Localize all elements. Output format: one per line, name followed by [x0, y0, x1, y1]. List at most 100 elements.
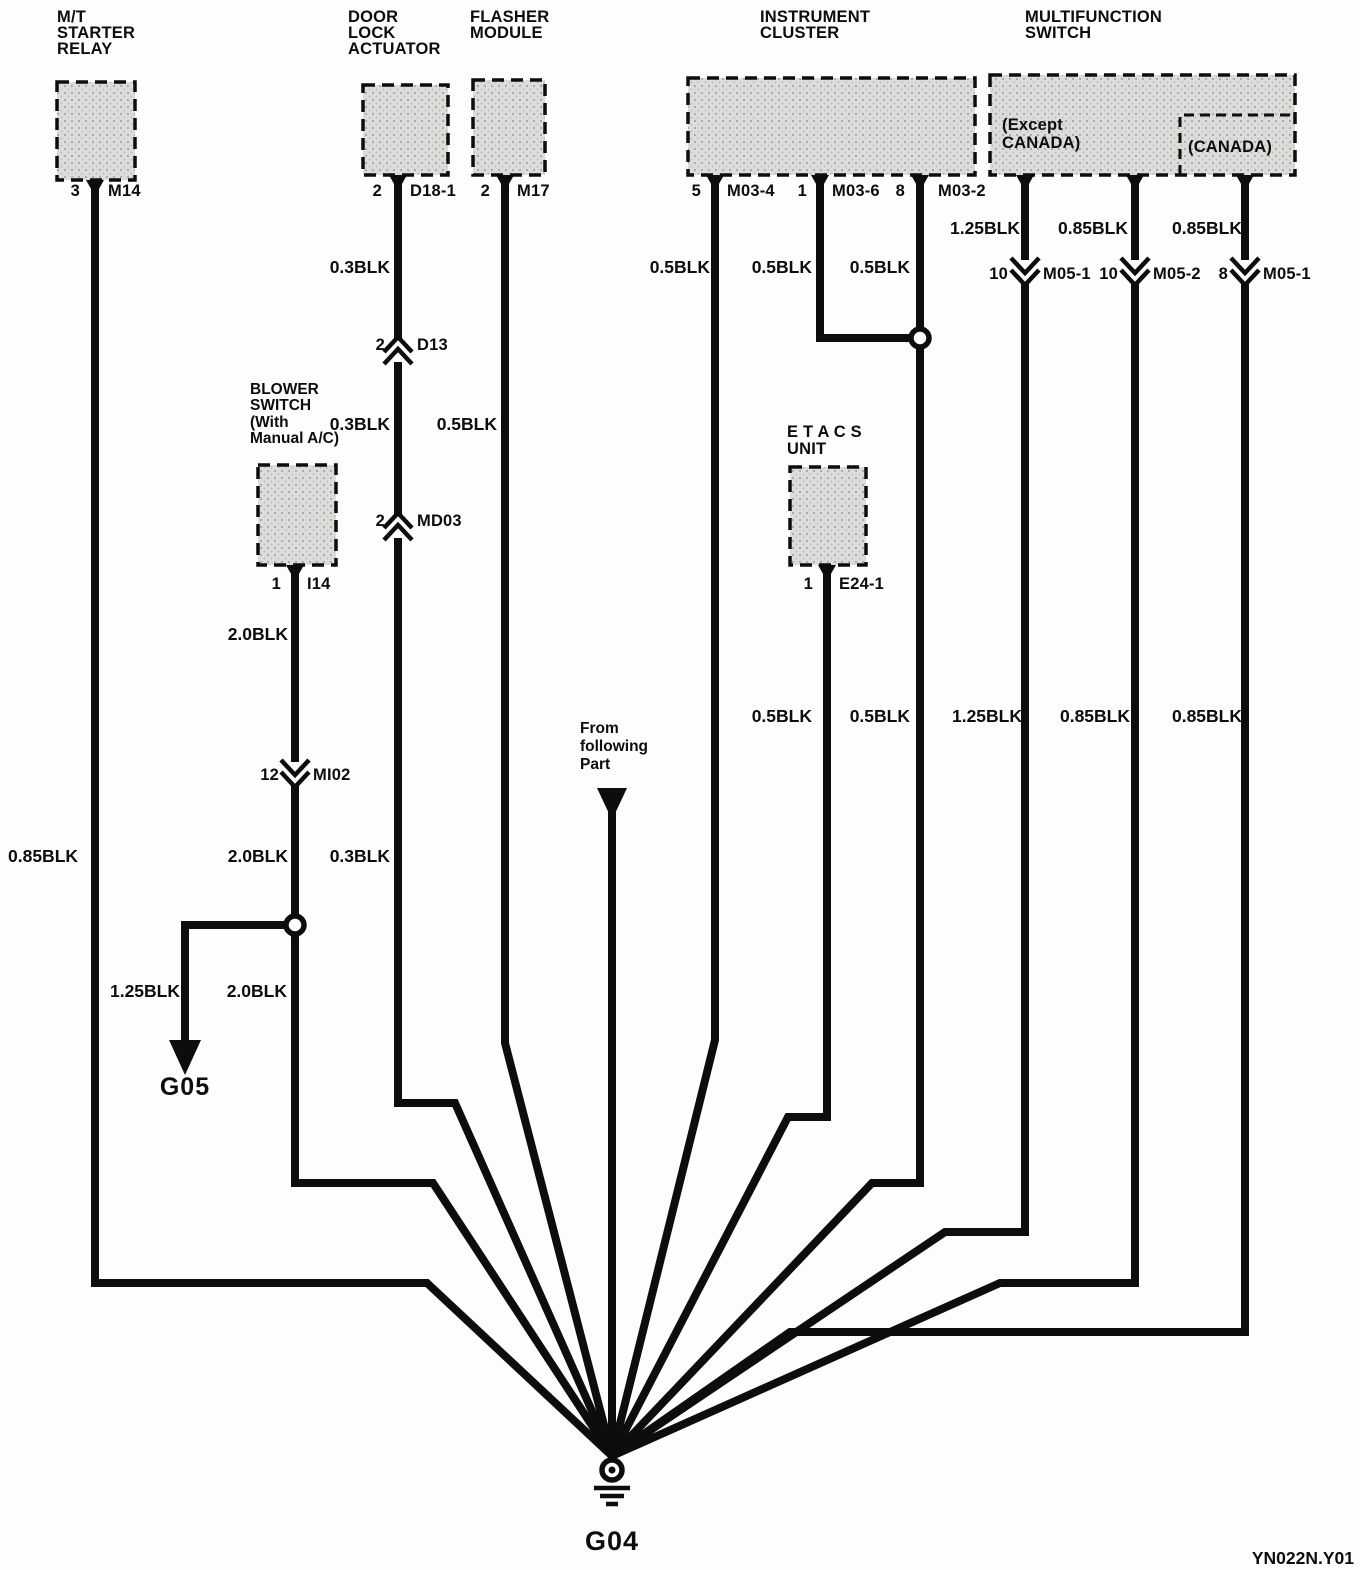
blower-switch-title: (With	[250, 414, 289, 431]
pin-wedge-starter	[86, 180, 104, 196]
wire-cluster-m03-2	[609, 175, 924, 1459]
from-following-arrow	[597, 788, 627, 820]
md03-connector-icon	[382, 509, 414, 530]
m05-2-connector-icon	[1119, 256, 1151, 277]
etacs-unit-box	[788, 465, 868, 567]
wire-label: 0.5BLK	[752, 257, 813, 277]
wire-flasher-module	[501, 175, 616, 1458]
wire-label: 1.25BLK	[110, 981, 180, 1001]
mi02-connector-icon	[279, 770, 311, 791]
instrument-cluster-box	[686, 76, 977, 177]
starter-relay-title: M/T	[57, 8, 86, 26]
wire-label: 2.0BLK	[228, 624, 289, 644]
wire-label: 0.5BLK	[850, 257, 911, 277]
pin-wedge-mf2	[1126, 175, 1144, 191]
g04-ground-label: G04	[585, 1526, 639, 1556]
instrument-cluster-title: CLUSTER	[760, 24, 839, 42]
door-pin: 2	[373, 182, 382, 200]
m05-1a-name: M05-1	[1043, 265, 1091, 283]
wire-label: 0.85BLK	[1058, 218, 1128, 238]
wire-label: 0.85BLK	[1172, 218, 1242, 238]
m05-1a-connector-icon	[1009, 268, 1041, 289]
from-following-note: From	[580, 720, 619, 737]
wire-blower-switch	[291, 565, 616, 1459]
wire-starter-relay	[91, 180, 615, 1459]
wire-label: 2.0BLK	[227, 981, 288, 1001]
starter-relay-title: STARTER	[57, 24, 135, 42]
mi02-name: MI02	[313, 766, 350, 784]
g05-ground-arrow	[169, 1040, 201, 1075]
door-lock-title: ACTUATOR	[348, 40, 441, 58]
g04-ground-icon	[608, 1466, 616, 1474]
starter-relay-box	[55, 80, 137, 182]
m05-1a-pin: 10	[989, 265, 1008, 283]
junction-m03-wires	[908, 326, 932, 350]
pin-wedge-m03-4	[706, 175, 724, 191]
instrument-cluster-title: INSTRUMENT	[760, 8, 870, 26]
wire-cluster-m03-4	[608, 175, 719, 1457]
wire-label: 1.25BLK	[952, 706, 1022, 726]
etacs-connector: E24-1	[839, 575, 884, 593]
blower-switch-box	[256, 463, 338, 567]
pin-wedge-etacs	[818, 565, 836, 581]
m05-1b-pin: 8	[1219, 265, 1228, 283]
wire-etacs	[608, 565, 831, 1458]
pin-wedge-door	[389, 175, 407, 191]
wire-label: 0.5BLK	[650, 257, 711, 277]
except-canada-label: CANADA)	[1002, 134, 1080, 152]
d13-connector-icon	[382, 345, 414, 366]
flasher-connector: M17	[517, 182, 550, 200]
wire-label: 2.0BLK	[228, 846, 289, 866]
pin-wedge-m03-2	[911, 175, 929, 191]
wire-label: 0.5BLK	[850, 706, 911, 726]
wire-label: 0.5BLK	[437, 414, 498, 434]
pin-wedge-mf3	[1236, 175, 1254, 191]
wire-door-lock	[394, 175, 616, 1458]
multifunction-title: SWITCH	[1025, 24, 1091, 42]
wire-label: 0.3BLK	[330, 846, 391, 866]
canada-label: (CANADA)	[1188, 138, 1272, 156]
junction-blower-g05	[283, 913, 307, 937]
m05-1b-connector-icon	[1229, 256, 1261, 277]
g05-ground-label: G05	[160, 1073, 210, 1101]
flasher-title: FLASHER	[470, 8, 549, 26]
mi02-pin: 12	[260, 766, 279, 784]
flasher-module-box	[471, 78, 547, 177]
md03-pin: 2	[376, 512, 385, 530]
from-following-note: Part	[580, 756, 610, 773]
wire-cluster-m03-6	[816, 175, 918, 342]
flasher-pin: 2	[481, 182, 490, 200]
from-following-note: following	[580, 738, 648, 755]
wire-label: 0.85BLK	[1172, 706, 1242, 726]
cluster-connector-2: M03-6	[832, 182, 880, 200]
wire-g05-branch	[181, 921, 293, 1045]
multifunction-title: MULTIFUNCTION	[1025, 8, 1162, 26]
etacs-title: UNIT	[787, 440, 826, 458]
wire-label: 0.85BLK	[8, 846, 78, 866]
md03-name: MD03	[417, 512, 462, 530]
cluster-pin-1: 5	[692, 182, 701, 200]
door-connector: D18-1	[410, 182, 456, 200]
d13-name: D13	[417, 336, 448, 354]
cluster-connector-1: M03-4	[727, 182, 775, 200]
m05-1b-name: M05-1	[1263, 265, 1311, 283]
d13-connector-icon	[382, 333, 414, 354]
wire-label: 0.3BLK	[330, 414, 391, 434]
etacs-title: E T A C S	[787, 423, 862, 441]
door-lock-title: LOCK	[348, 24, 396, 42]
door-lock-actuator-box	[361, 83, 450, 177]
wire-label: 1.25BLK	[950, 218, 1020, 238]
door-lock-title: DOOR	[348, 8, 398, 26]
cluster-pin-3: 8	[896, 182, 905, 200]
d13-pin: 2	[376, 336, 385, 354]
mi02-connector-icon	[279, 758, 311, 779]
pin-wedge-mf1	[1016, 175, 1034, 191]
pin-wedge-m03-6	[811, 175, 829, 191]
starter-connector: M14	[108, 182, 141, 200]
blower-switch-title: BLOWER	[250, 381, 319, 398]
starter-relay-title: RELAY	[57, 40, 112, 58]
m05-1a-connector-icon	[1009, 256, 1041, 277]
md03-connector-icon	[382, 521, 414, 542]
wire-label: 0.3BLK	[330, 257, 391, 277]
